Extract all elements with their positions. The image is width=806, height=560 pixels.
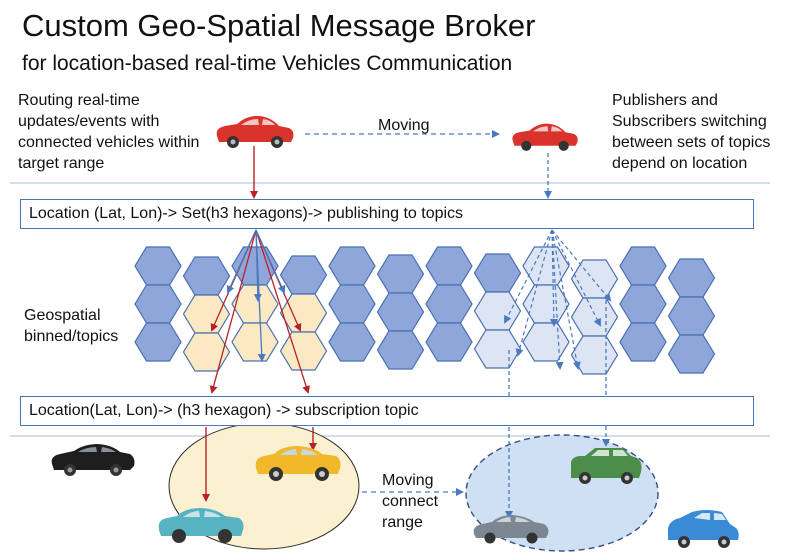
page-title: Custom Geo-Spatial Message Broker [22,8,536,43]
hexagon-cell [570,297,619,337]
hexagon-cell [425,322,473,362]
hexagon-cell [425,246,473,286]
hexagon-cell [667,296,716,336]
geospatial-label: Geospatial binned/topics [24,307,119,345]
page-subtitle: for location-based real-time Vehicles Co… [22,52,513,75]
hexagon-cell [473,253,522,293]
black-car-icon [51,444,135,476]
publish-bar: Location (Lat, Lon)-> Set(h3 hexagons)->… [20,199,754,229]
hexagon-cell [231,246,279,286]
hexagon-cell [619,246,667,286]
hexagon-cell [619,284,667,324]
publish-bar-text: Location (Lat, Lon)-> Set(h3 hexagons)->… [29,205,464,222]
hexagon-cell [473,329,522,369]
switching-note: Publishers and Subscribers switching bet… [612,92,771,172]
hexagon-cell [376,254,425,294]
moving-label-top: Moving [378,117,430,134]
red-car-right-icon [512,123,578,151]
hexagon-cell [328,322,376,362]
subscribe-bar: Location(Lat, Lon)-> (h3 hexagon) -> sub… [20,396,754,426]
blue-car-icon [668,510,739,548]
hexagon-cell [376,330,425,370]
hexagon-cell [522,322,570,362]
hexagon-grid [134,246,716,375]
hexagon-cell [328,246,376,286]
teal-car-icon [158,508,244,543]
subscribe-bar-text: Location(Lat, Lon)-> (h3 hexagon) -> sub… [29,402,419,419]
routing-note: Routing real-time updates/events with co… [18,92,200,172]
green-car-icon [571,448,642,484]
hexagon-cell [425,284,473,324]
red-car-left-icon [216,115,294,148]
yellow-car-icon [255,446,341,481]
hexagon-cell [279,255,328,295]
hexagon-cell [619,322,667,362]
hexagon-cell [231,322,279,362]
hexagon-cell [328,284,376,324]
hexagon-cell [473,291,522,331]
fan-arrows-right [504,229,612,370]
moving-label-bottom: Moving connect range [382,472,439,531]
hexagon-cell [134,322,182,362]
hexagon-cell [182,294,231,334]
hexagon-cell [182,256,231,296]
hexagon-cell [134,246,182,286]
hexagon-cell [376,292,425,332]
hexagon-cell [667,334,716,374]
gray-car-icon [473,515,549,544]
hexagon-cell [570,335,619,375]
fan-arrows-left [209,229,310,394]
hexagon-cell [667,258,716,298]
hexagon-cell [570,259,619,299]
hexagon-cell [279,331,328,371]
hexagon-cell [522,284,570,324]
